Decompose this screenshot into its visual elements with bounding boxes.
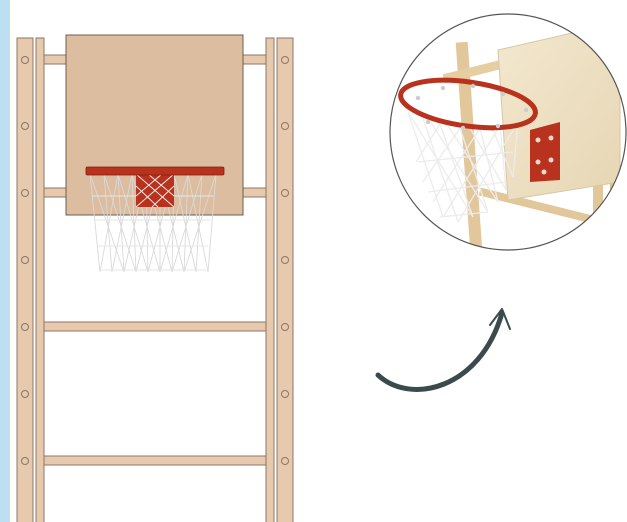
curved-arrow-icon [370,295,520,405]
target-square [136,174,174,207]
basketball-hoop-photo [388,12,627,252]
wall-bars-hoop-drawing [0,0,330,522]
left-upright [17,38,44,522]
hoop-rim [86,167,224,175]
right-upright [266,38,293,522]
hoop-photo-circle [388,12,627,257]
